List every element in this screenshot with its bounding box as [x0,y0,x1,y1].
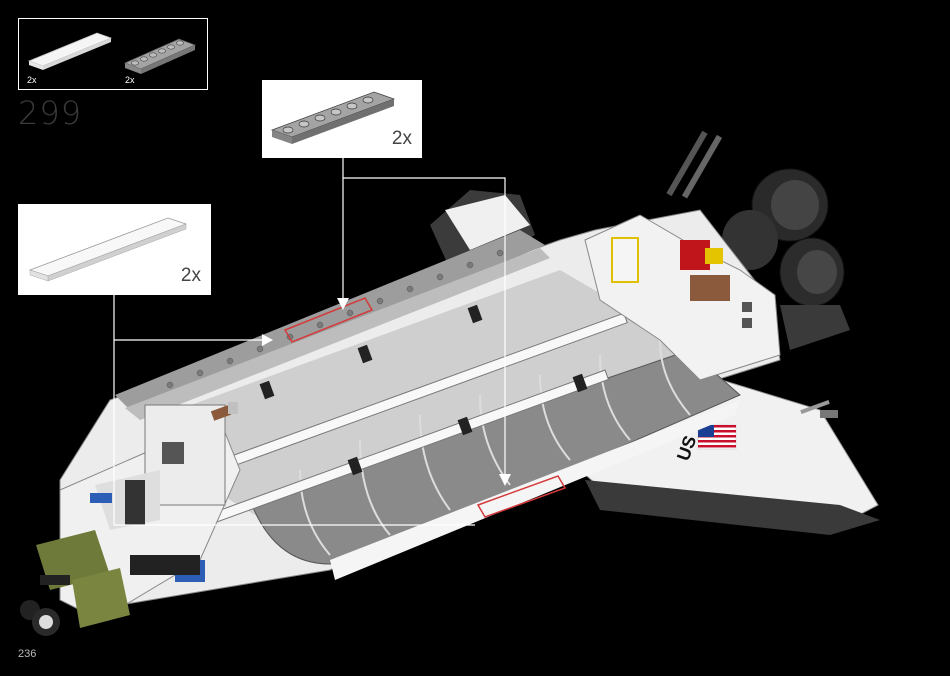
callout-white-tile: 2x [18,204,211,295]
page-number: 236 [18,648,36,660]
callout-gray-plate-qty: 2x [392,128,412,150]
callout-white-tile-qty: 2x [181,265,201,287]
us-flag-icon [698,425,736,449]
callout-gray-plate: 2x [262,80,422,158]
